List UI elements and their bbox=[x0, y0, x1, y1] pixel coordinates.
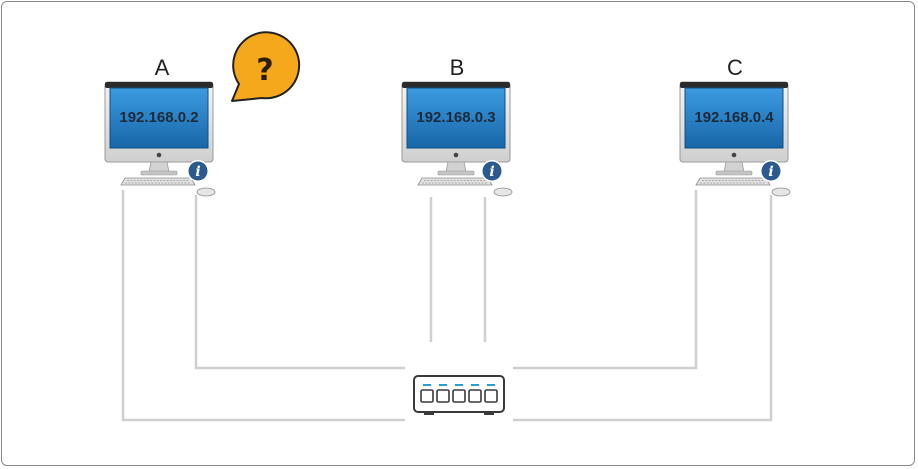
svg-text:i: i bbox=[489, 164, 494, 180]
host-c-info-icon[interactable]: i bbox=[760, 160, 782, 182]
switch-ports bbox=[420, 389, 498, 403]
cables bbox=[121, 190, 773, 422]
host-c[interactable]: C 192.168.0.4 i bbox=[679, 55, 791, 197]
switch-port-leds bbox=[423, 384, 495, 386]
callout-symbol: ? bbox=[256, 53, 273, 88]
host-b-label: B bbox=[450, 55, 465, 80]
cable-a-inner bbox=[194, 195, 405, 370]
question-callout-icon[interactable]: ? bbox=[231, 31, 301, 102]
host-c-ip: 192.168.0.4 bbox=[694, 109, 774, 126]
host-a[interactable]: A 192.168.0.2 i bbox=[104, 55, 216, 197]
network-switch-icon[interactable] bbox=[413, 375, 505, 415]
svg-text:i: i bbox=[768, 164, 773, 180]
host-a-label: A bbox=[155, 55, 170, 80]
host-a-info-icon[interactable]: i bbox=[187, 160, 209, 182]
cable-c-outer bbox=[513, 195, 773, 422]
computer-b-icon: 192.168.0.3 bbox=[401, 81, 513, 197]
computer-c-icon: 192.168.0.4 bbox=[679, 81, 791, 197]
computer-a-icon: 192.168.0.2 bbox=[104, 81, 216, 197]
host-a-ip: 192.168.0.2 bbox=[119, 109, 198, 126]
host-b[interactable]: B 192.168.0.3 i bbox=[401, 55, 513, 197]
cable-c-inner bbox=[513, 190, 698, 370]
cable-a-outer bbox=[121, 190, 405, 422]
host-c-label: C bbox=[727, 55, 743, 80]
host-b-ip: 192.168.0.3 bbox=[416, 109, 495, 126]
host-b-info-icon[interactable]: i bbox=[481, 160, 503, 182]
svg-text:i: i bbox=[195, 164, 200, 180]
